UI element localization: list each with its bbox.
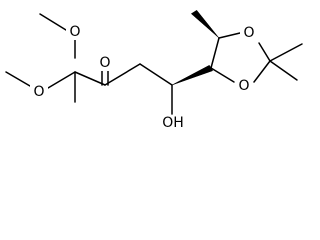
- bond-ring-o-upper-c5: [218, 32, 241, 39]
- atom-labels: O O O O O OH: [30, 24, 258, 131]
- atom-o-ring-upper: O: [243, 25, 254, 41]
- bond-ring-cq-o-upper: [258, 42, 271, 62]
- atom-o-methoxy-upper: O: [69, 24, 80, 40]
- atom-o-hydroxyl: OH: [162, 115, 184, 131]
- bond-quaternary-carbonyl: [74, 71, 106, 86]
- chemical-structure-diagram: O O O O O OH: [5, 10, 303, 131]
- bond-layer: [5, 13, 303, 115]
- atom-o-ketone: O: [99, 55, 110, 71]
- bond-ring-c4-o-lower: [210, 67, 235, 83]
- bond-carbonyl-ch2: [104, 63, 141, 86]
- bond-ch2-carbinol: [139, 63, 173, 86]
- bond-methyl-o-lower: [5, 71, 31, 87]
- wedge-carbinol-to-c4: [171, 65, 213, 86]
- bond-ring-o-lower-cq: [253, 60, 271, 83]
- atom-o-ring-lower: O: [238, 78, 249, 94]
- bond-acetonide-methyl-a: [269, 43, 303, 62]
- bond-o-lower-quaternary: [47, 71, 76, 89]
- bond-methyl-o-upper: [39, 13, 67, 31]
- bond-acetonide-methyl-b: [269, 60, 298, 81]
- wedge-layer: [171, 10, 220, 86]
- wedge-c5-to-methyl: [191, 10, 220, 39]
- bond-ring-c5-c4: [210, 37, 220, 69]
- atom-o-methoxy-lower: O: [33, 84, 44, 100]
